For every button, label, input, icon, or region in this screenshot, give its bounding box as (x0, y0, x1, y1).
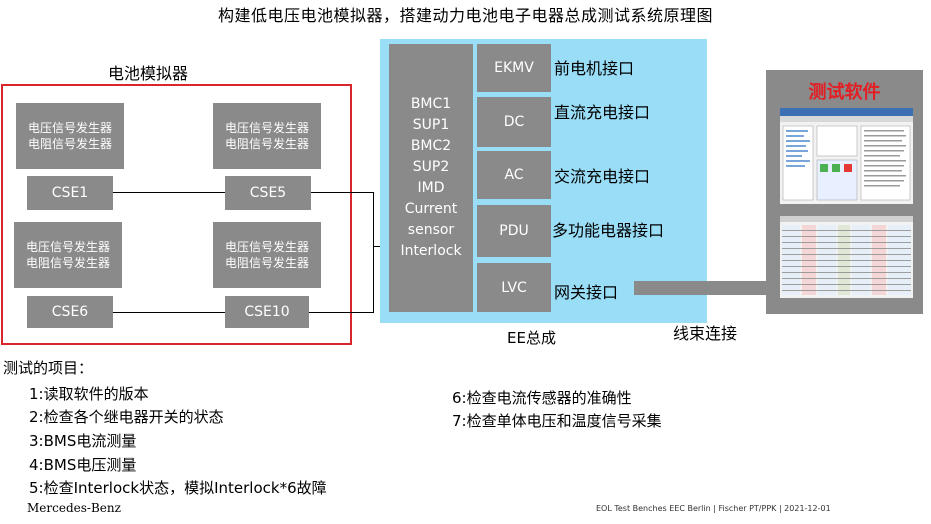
test-item-7: 7:检查单体电压和温度信号采集 (452, 412, 662, 430)
test-item-3: 3:BMS电流测量 (29, 432, 137, 450)
test-item-2: 2:检查各个继电器开关的状态 (29, 408, 224, 426)
software-screenshot-1-graphic (780, 108, 913, 201)
bmc-line: SUP2 (412, 159, 450, 175)
bmc-controller-block: BMC1 SUP1 BMC2 SUP2 IMD Current sensor I… (389, 44, 473, 312)
test-item-1: 1:读取软件的版本 (29, 385, 149, 403)
signal-generator-block: 电压信号发生器 电阻信号发生器 (213, 222, 321, 288)
generator-voltage-text: 电压信号发生器 (224, 240, 309, 254)
test-items-title: 测试的项目： (3, 359, 94, 377)
port-ac: AC (477, 151, 551, 199)
port-ekmv: EKMV (477, 44, 551, 92)
test-software-title: 测试软件 (808, 82, 881, 103)
bmc-line: BMC1 (410, 96, 452, 112)
port-dc: DC (477, 97, 551, 147)
software-screenshot-1 (780, 108, 913, 204)
bmc-line: SUP1 (412, 117, 450, 133)
wire-cse10-junction (309, 312, 373, 313)
signal-generator-block: 电压信号发生器 电阻信号发生器 (213, 103, 321, 169)
cse6-block: CSE6 (27, 296, 113, 328)
port-ekmv-label: 前电机接口 (554, 59, 635, 78)
cse10-block: CSE10 (225, 296, 309, 328)
port-dc-label: 直流充电接口 (554, 103, 651, 122)
generator-resistance-text: 电阻信号发生器 (25, 256, 110, 270)
generator-voltage-text: 电压信号发生器 (25, 240, 110, 254)
diagram-title: 构建低电压电池模拟器，搭建动力电池电子电器总成测试系统原理图 (217, 6, 713, 25)
test-item-5: 5:检查Interlock状态，模拟Interlock*6故障 (29, 479, 327, 497)
generator-resistance-text: 电阻信号发生器 (224, 137, 309, 151)
battery-simulator-frame (1, 84, 352, 345)
port-pdu-label: 多功能电器接口 (552, 221, 665, 240)
bmc-line: sensor (407, 222, 455, 238)
port-pdu: PDU (477, 205, 551, 257)
signal-generator-block: 电压信号发生器 电阻信号发生器 (14, 222, 122, 288)
cse5-block: CSE5 (225, 176, 311, 210)
ee-assembly-label: EE总成 (507, 329, 556, 347)
bmc-line: IMD (417, 180, 445, 196)
generator-resistance-text: 电阻信号发生器 (224, 256, 309, 270)
bmc-line: Current (404, 201, 458, 217)
software-screenshot-2 (780, 216, 913, 298)
port-lvc: LVC (477, 263, 551, 312)
generator-voltage-text: 电压信号发生器 (27, 121, 112, 135)
generator-voltage-text: 电压信号发生器 (224, 121, 309, 135)
battery-simulator-label: 电池模拟器 (108, 64, 189, 83)
port-lvc-label: 网关接口 (554, 283, 619, 302)
harness-connection-bar (634, 281, 774, 295)
test-item-4: 4:BMS电压测量 (29, 456, 137, 474)
wire-cse1-cse5 (113, 192, 225, 193)
footer-brand: Mercedes-Benz (27, 501, 121, 515)
signal-generator-block: 电压信号发生器 电阻信号发生器 (16, 103, 124, 169)
footer-note: EOL Test Benches EEC Berlin | Fischer PT… (596, 504, 831, 513)
bmc-line: BMC2 (410, 138, 452, 154)
wire-vertical-bus (373, 192, 374, 313)
harness-connection-label: 线束连接 (673, 324, 738, 343)
cse1-block: CSE1 (27, 176, 113, 210)
port-ac-label: 交流充电接口 (554, 167, 651, 186)
bmc-line: Interlock (400, 243, 462, 259)
test-item-6: 6:检查电流传感器的准确性 (452, 389, 632, 407)
wire-cse6-cse10 (113, 312, 225, 313)
generator-resistance-text: 电阻信号发生器 (27, 137, 112, 151)
wire-cse5-junction (311, 192, 373, 193)
software-screenshot-2-graphic (780, 216, 913, 295)
